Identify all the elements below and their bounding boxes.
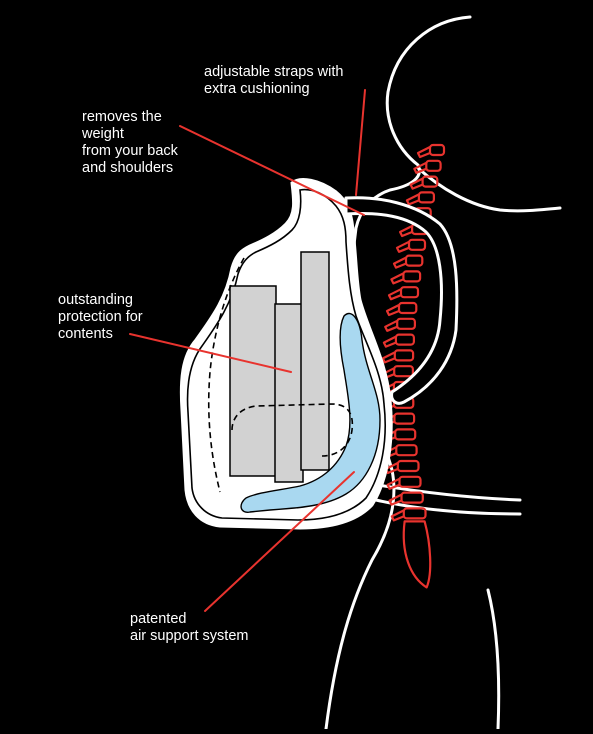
dashed-strap-guides: [207, 257, 354, 493]
vertebra: [394, 333, 415, 346]
label-line: protection for: [58, 309, 143, 325]
vertebra: [428, 143, 446, 157]
vertebra: [394, 428, 417, 441]
vertebra-process: [382, 335, 397, 348]
label-line: outstanding: [58, 292, 133, 308]
label-line: removes the: [82, 109, 162, 125]
vertebra-process: [409, 177, 424, 190]
vertebra-process: [387, 288, 402, 301]
vertebra-process: [416, 146, 431, 159]
vertebra-process: [390, 272, 404, 285]
vertebra: [395, 444, 418, 457]
vertebra-process: [390, 509, 405, 522]
vertebra: [396, 459, 420, 473]
vertebra-process: [381, 351, 396, 364]
neck-back-outline: [416, 166, 562, 213]
vertebra-process: [395, 240, 410, 253]
vertebra-process: [385, 304, 400, 317]
contents: [229, 251, 330, 483]
label-line: contents: [58, 326, 113, 342]
pointer-air: [204, 471, 355, 612]
label-line: patented: [130, 611, 187, 627]
vertebra-process: [384, 319, 398, 332]
vertebra: [398, 475, 422, 488]
vertebra: [393, 365, 415, 378]
vertebra: [402, 270, 422, 283]
label-line: air support system: [130, 628, 249, 644]
vertebra-process: [388, 493, 402, 506]
pointer-lines: [129, 89, 366, 612]
vertebra-process: [399, 225, 413, 238]
air-cushion-icon: [240, 312, 381, 513]
content-block-3: [300, 251, 330, 471]
backpack: [179, 178, 393, 530]
vertebra-process: [386, 477, 400, 490]
pointer-weight: [179, 125, 365, 216]
sacrum: [402, 520, 432, 589]
vertebra: [396, 317, 417, 330]
vertebra: [399, 286, 420, 299]
label-line: extra cushioning: [204, 81, 310, 97]
label-air-support: patented air support system: [130, 611, 248, 645]
label-line: from your back: [82, 143, 178, 159]
vertebra: [417, 191, 435, 204]
vertebra: [425, 159, 442, 172]
vertebra: [407, 238, 427, 251]
vertebra: [402, 507, 427, 520]
vertebra: [393, 349, 415, 362]
upper-arm-outline: [376, 483, 522, 502]
vertebra: [400, 491, 424, 504]
content-block-2: [274, 303, 304, 483]
pointer-straps: [355, 89, 366, 196]
back-outline: [486, 588, 501, 731]
vertebra: [421, 175, 439, 188]
pointer-protection: [129, 333, 292, 373]
vertebra: [404, 254, 424, 267]
label-line: adjustable straps with: [204, 64, 344, 80]
vertebra-process: [392, 256, 407, 269]
vertebra: [393, 412, 416, 425]
label-line: weight: [82, 126, 124, 142]
vertebra: [397, 301, 418, 315]
label-adjustable-straps: adjustable straps with extra cushioning: [204, 64, 343, 98]
vertebra-process: [405, 193, 420, 206]
content-block-1: [229, 285, 277, 477]
shoulder-strap: [344, 196, 459, 405]
label-line: and shoulders: [82, 160, 174, 176]
label-removes-weight: removes the weight from your back and sh…: [82, 109, 178, 177]
vertebra-process: [413, 161, 427, 174]
label-outstanding-protection: outstanding protection for contents: [58, 292, 143, 343]
